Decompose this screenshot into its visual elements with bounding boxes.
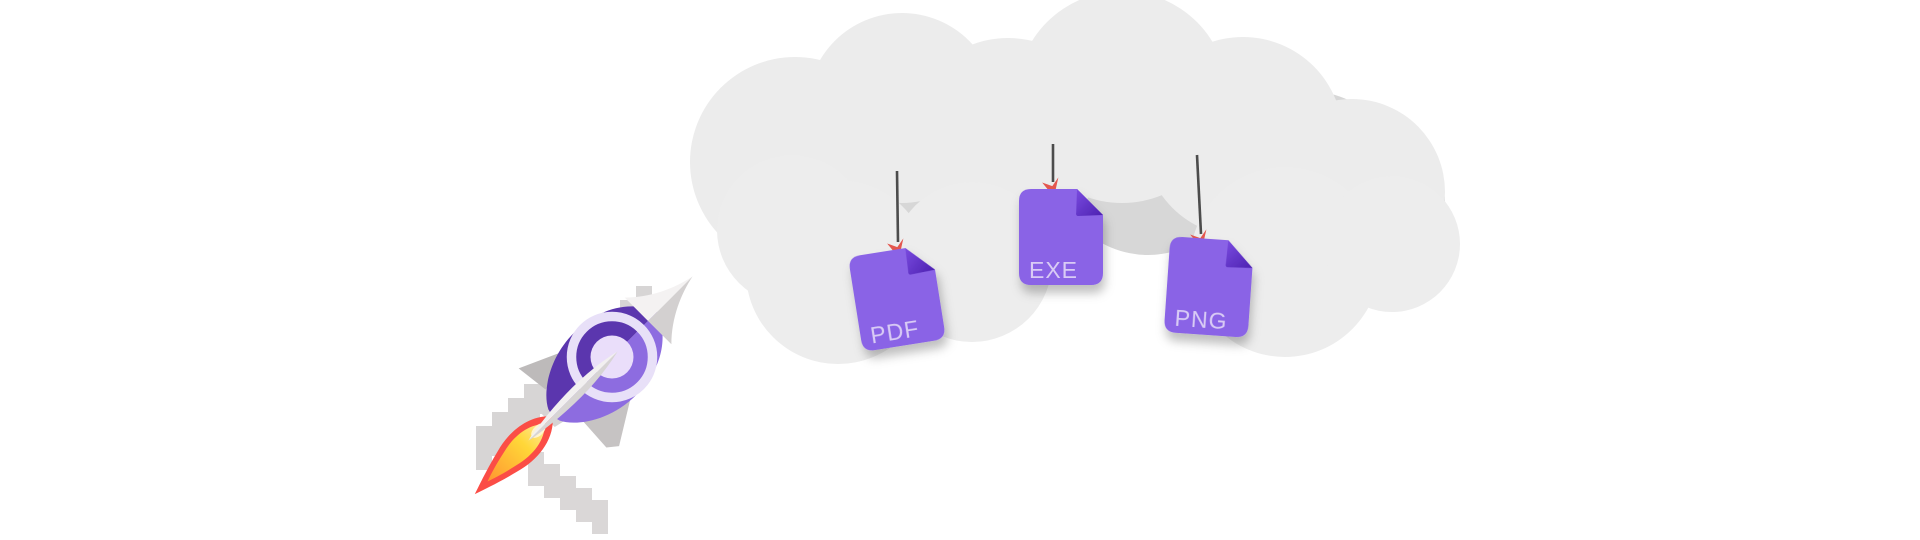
file-card-body <box>849 248 945 351</box>
file-card-fold <box>1076 189 1103 216</box>
file-label-png: PNG <box>1174 305 1229 335</box>
rocket-nose-cone-gray <box>648 276 693 345</box>
file-card-fold <box>1225 240 1253 268</box>
file-card-icon-exe: EXE <box>1019 189 1103 285</box>
file-card-icon-pdf: PDF <box>849 248 945 351</box>
file-card-fold <box>905 248 936 275</box>
file-card-icon-png: PNG <box>1164 237 1253 337</box>
file-label-exe: EXE <box>1029 257 1078 283</box>
cloud-puff <box>1324 176 1460 312</box>
hanging-string <box>1195 154 1203 235</box>
rocket-nose-cone-white <box>624 276 693 321</box>
hanging-string <box>895 170 900 243</box>
smoke-trail-icon <box>528 452 608 534</box>
cloud-icon <box>690 0 1460 364</box>
rocket-center-fin-gray <box>528 351 618 441</box>
hanging-strings <box>895 144 1203 243</box>
rocket-icon <box>474 276 693 495</box>
